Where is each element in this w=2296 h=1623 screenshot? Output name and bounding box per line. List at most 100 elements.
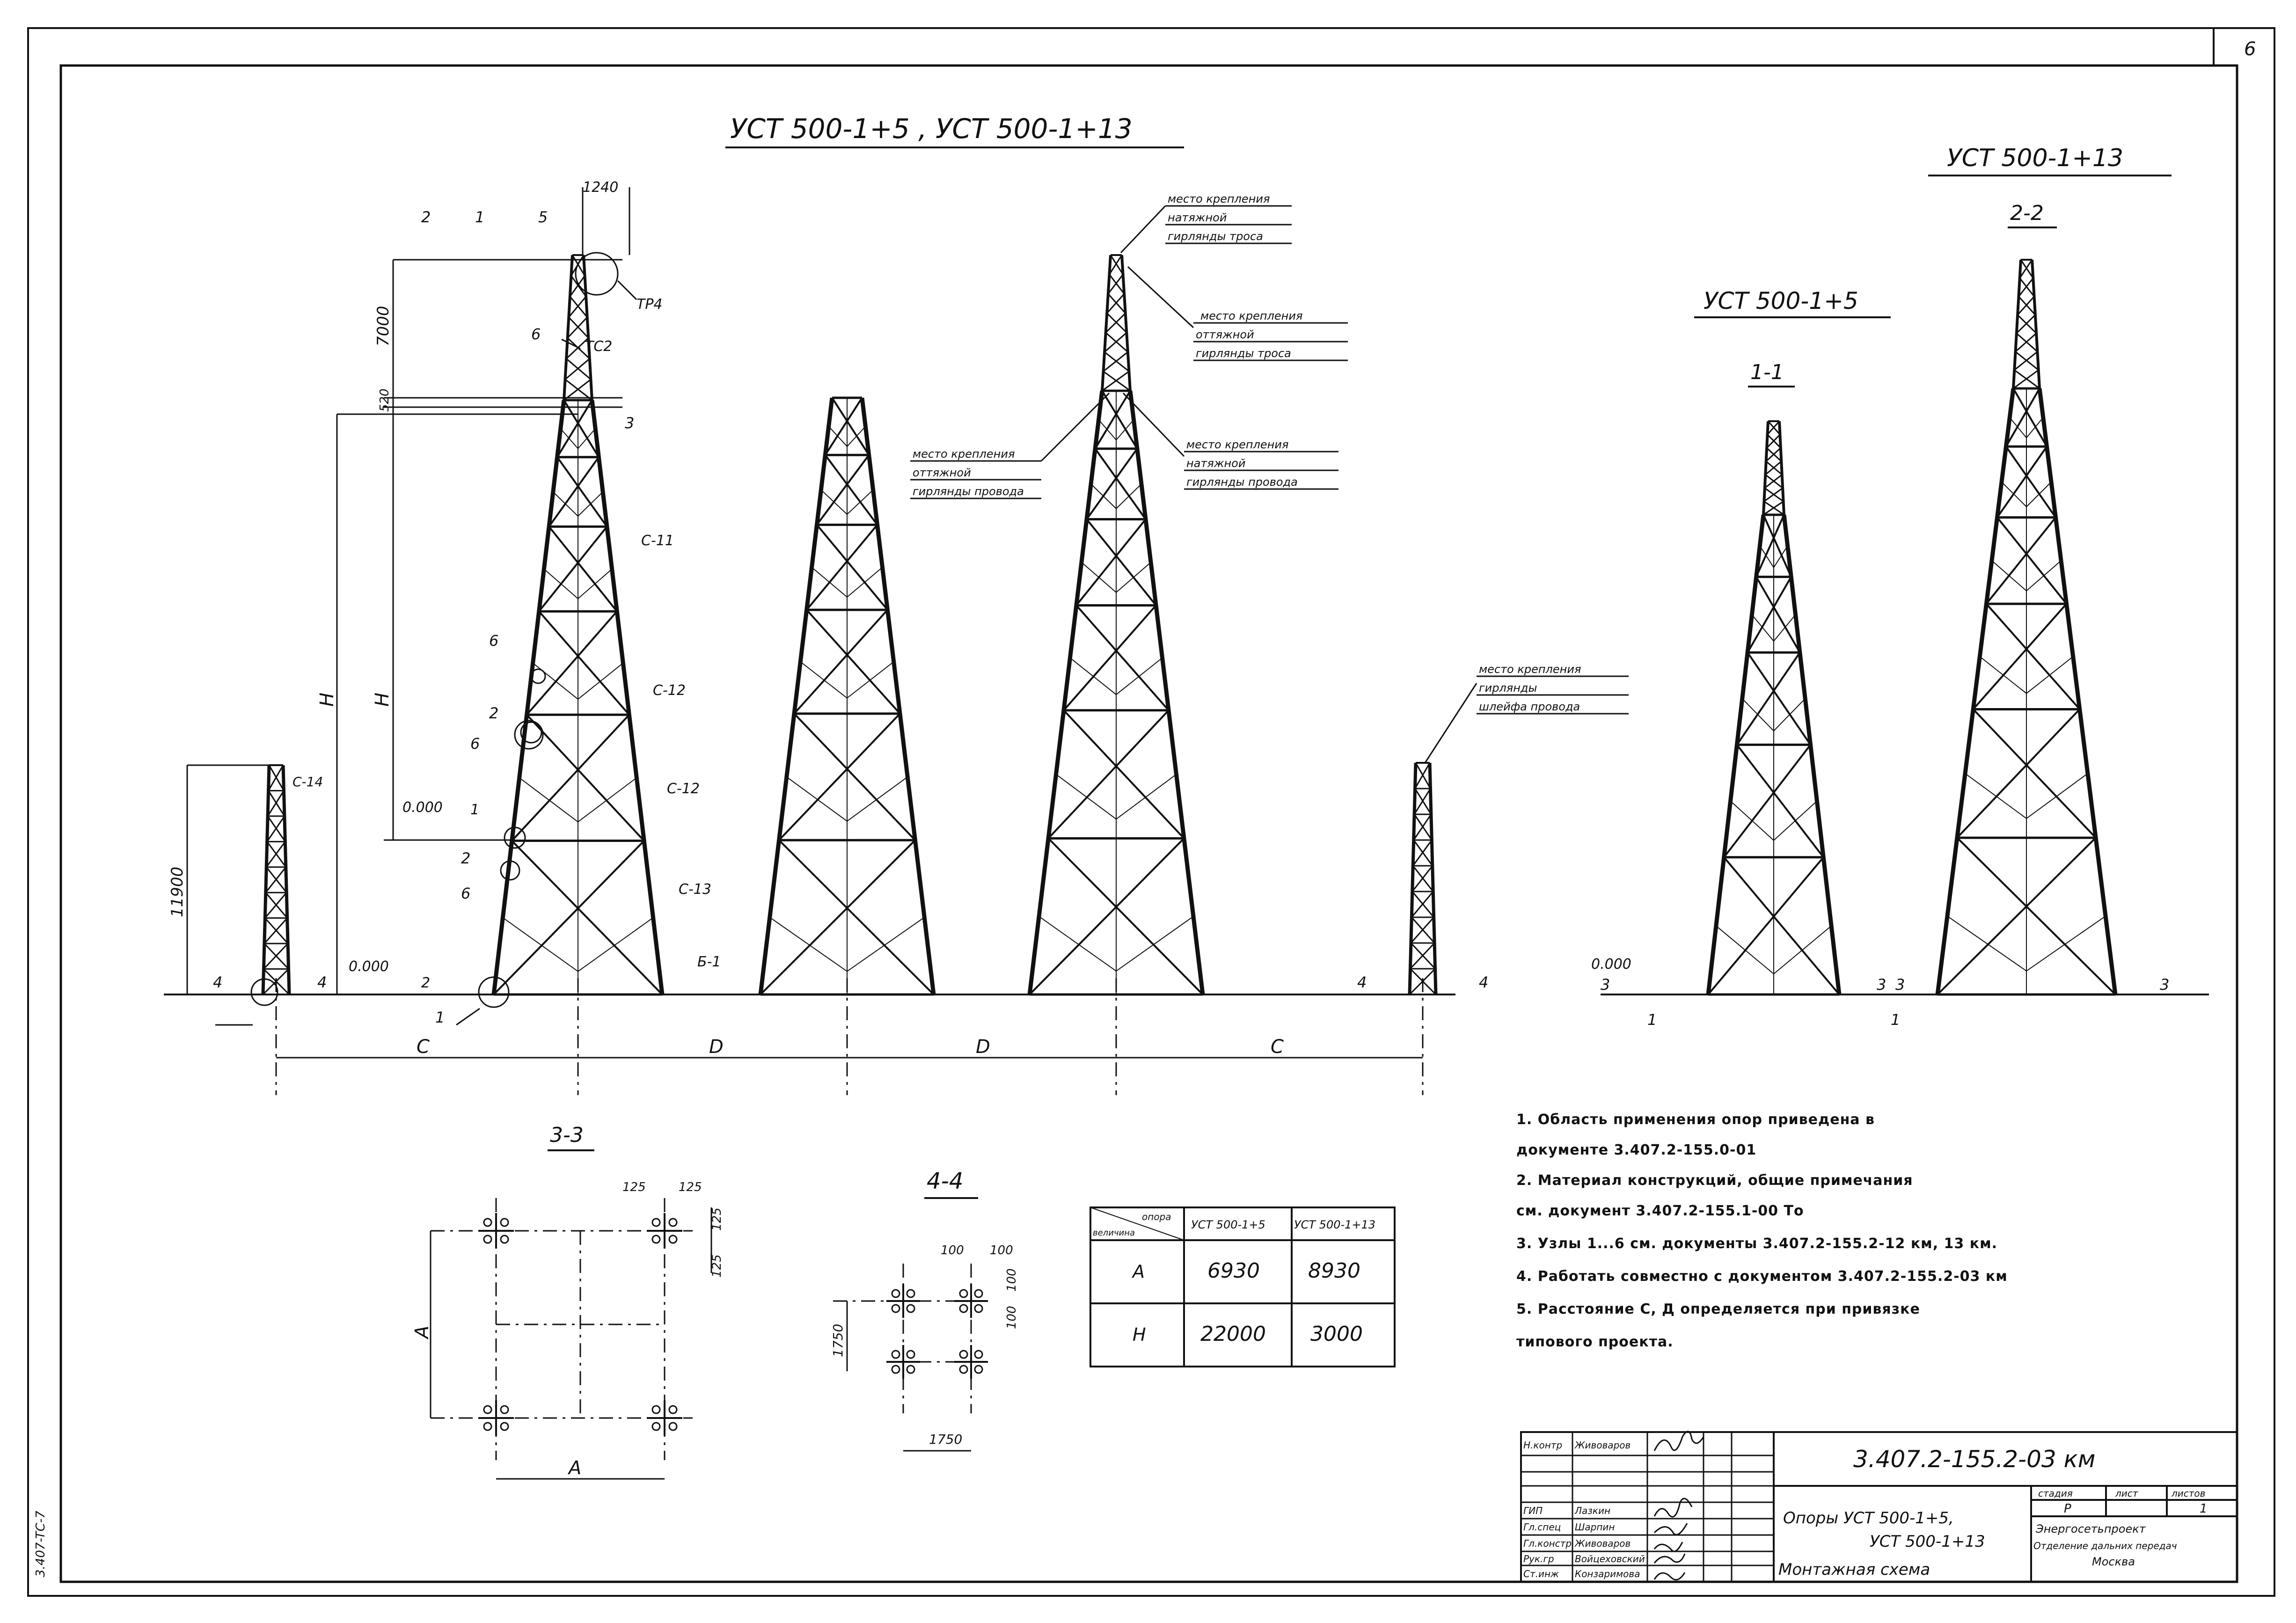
- tower-1-sub-brace: [533, 663, 578, 700]
- tower-1-leg: [491, 400, 566, 995]
- tower-3-brace: [1063, 605, 1157, 711]
- mark-6-top: 6: [531, 325, 541, 343]
- callout-leaders: [910, 205, 1629, 763]
- tb-org-2: Отделение дальних передач: [2033, 1540, 2177, 1551]
- anchor-bolt: [959, 1304, 968, 1313]
- tower-1-1-brace: [1723, 744, 1812, 858]
- anchor-bolt: [906, 1289, 915, 1298]
- right-title: УСТ 500-1+13: [1947, 144, 2123, 172]
- tb-role-5: Рук.гр: [1523, 1553, 1554, 1565]
- tower-2-sub-brace: [847, 661, 894, 699]
- tower-2-2-mast-brace: [2015, 333, 2037, 352]
- tower-2-brace: [778, 713, 901, 841]
- anchor-bolt: [483, 1235, 492, 1244]
- tb-role-1: Н.контр: [1523, 1440, 1562, 1451]
- tower-2-2-mast-brace: [2020, 259, 2034, 279]
- tower-3-mast-brace: [1104, 351, 1130, 372]
- tower-1-sub-brace: [543, 569, 578, 599]
- tower-2-2-mast-brace: [2018, 296, 2036, 315]
- mark-tc2: TC2: [585, 338, 612, 355]
- tower-1-sub-brace: [578, 428, 596, 449]
- portal-left-brace: [265, 892, 288, 919]
- anchor-bolt-cross: [478, 1400, 514, 1436]
- tower-2-2-sub-brace: [1965, 773, 2027, 819]
- titles: УСТ 500-1+5 , УСТ 500-1+13 УСТ 500-1+13 …: [548, 113, 2172, 1199]
- tower-2-brace: [793, 609, 888, 715]
- callout2-line1: место крепления: [1200, 309, 1302, 322]
- signatures: [1653, 1431, 1704, 1581]
- tower-1-brace: [493, 840, 645, 995]
- tower-2-2-mast-brace: [2014, 369, 2040, 389]
- tower-3-mast-brace: [1104, 332, 1127, 353]
- tower-2-2-sub-brace: [2001, 482, 2027, 507]
- mark-tp4: TP4: [636, 296, 663, 313]
- mark-1-right-a: 1: [1647, 1011, 1657, 1029]
- mid-right-title: УСТ 500-1+5: [1704, 287, 1858, 314]
- tb-name-line-3: Монтажная схема: [1778, 1560, 1930, 1579]
- tower-1-1-brace: [1747, 652, 1812, 746]
- portal-left-brace: [266, 866, 287, 893]
- callout3-line2: натяжной: [1186, 457, 1245, 470]
- tower-2-2-mast-leg: [2031, 259, 2041, 389]
- tb-name-line-2: УСТ 500-1+13: [1870, 1532, 1985, 1551]
- tower-3-sub-brace: [1116, 419, 1134, 440]
- tb-sheet-header: лист: [2115, 1488, 2139, 1499]
- tower-3-sub-brace: [1090, 483, 1117, 509]
- tower-2-brace: [831, 397, 870, 456]
- dim-c-right: C: [1271, 1036, 1284, 1058]
- tower-1-leg: [590, 400, 665, 995]
- zero-level-right: 0.000: [1591, 956, 1631, 972]
- tower-3-brace: [1075, 605, 1170, 711]
- tower-2-sub-brace: [847, 490, 874, 515]
- tower-2-2-sub-brace: [2026, 915, 2106, 972]
- tb-name-3: Шарпин: [1575, 1521, 1615, 1533]
- anchor-bolt: [483, 1422, 492, 1431]
- tower-3-sub-brace: [1055, 774, 1117, 820]
- tower-2-2-mast-brace: [2016, 314, 2036, 334]
- dim-a-horizontal: A: [567, 1457, 581, 1479]
- tb-role-2: ГИП: [1523, 1505, 1543, 1516]
- tower-1-1-sub-brace: [1773, 698, 1806, 731]
- callout1-line1: место крепления: [1168, 192, 1270, 205]
- section-2-low: 2: [421, 975, 430, 991]
- tower-2-sub-brace: [769, 917, 848, 972]
- tower-1-sub-brace: [560, 428, 578, 449]
- tower-1-sub-brace: [578, 491, 603, 517]
- tower-2-brace: [806, 609, 901, 715]
- anchor-bolt: [651, 1218, 661, 1227]
- tower-3-mast-brace: [1106, 313, 1127, 333]
- callout3-line3: гирлянды провода: [1186, 475, 1298, 489]
- anchor-bolt: [500, 1405, 509, 1414]
- note-line-1: 1. Область применения опор приведена в: [1516, 1111, 1875, 1128]
- tower-1-sub-brace: [502, 917, 578, 972]
- tower-3-sub-brace: [1116, 657, 1163, 695]
- tower-3-mast-brace: [1103, 371, 1131, 392]
- mark-c14: C-14: [292, 774, 323, 790]
- anchor-bolt-cross: [886, 1284, 920, 1318]
- tower-1-1-brace: [1723, 856, 1840, 995]
- tower-2-2-sub-brace: [1947, 915, 2027, 972]
- dim-1240: 1240: [583, 179, 618, 196]
- table-header-col3: УСТ 500-1+13: [1294, 1218, 1375, 1231]
- tower-1-1-brace: [1755, 576, 1801, 653]
- tower-1-mast-brace: [567, 316, 588, 339]
- section-3-c: 3: [1895, 976, 1905, 994]
- tower-3-mast-leg: [1101, 255, 1112, 391]
- tower-3-brace: [1047, 709, 1170, 839]
- tower-1-1-brace: [1747, 576, 1792, 653]
- table-row-label: A: [1131, 1261, 1145, 1282]
- anchor-bolt: [651, 1405, 661, 1414]
- tower-1-1-sub-brace: [1716, 925, 1774, 974]
- portal-left-brace: [263, 968, 290, 995]
- tower-1-brace: [538, 526, 608, 612]
- tb-role-4: Гл.констр: [1523, 1538, 1572, 1549]
- portal-right-brace: [1413, 814, 1433, 841]
- tower1-dim-text: 1240 7000 520 H H 11900 0.000 0.000 0.00…: [168, 179, 2169, 1029]
- tower-2-2-brace: [1996, 446, 2048, 518]
- portal-right-brace: [1414, 788, 1432, 815]
- anchor-bolt: [483, 1405, 492, 1414]
- tower-1-mast-brace: [569, 296, 588, 318]
- tower-1-mast-brace: [564, 379, 592, 401]
- tower-2-2-sub-brace: [1991, 560, 2027, 592]
- tower-2-2-mast-brace: [2017, 296, 2035, 315]
